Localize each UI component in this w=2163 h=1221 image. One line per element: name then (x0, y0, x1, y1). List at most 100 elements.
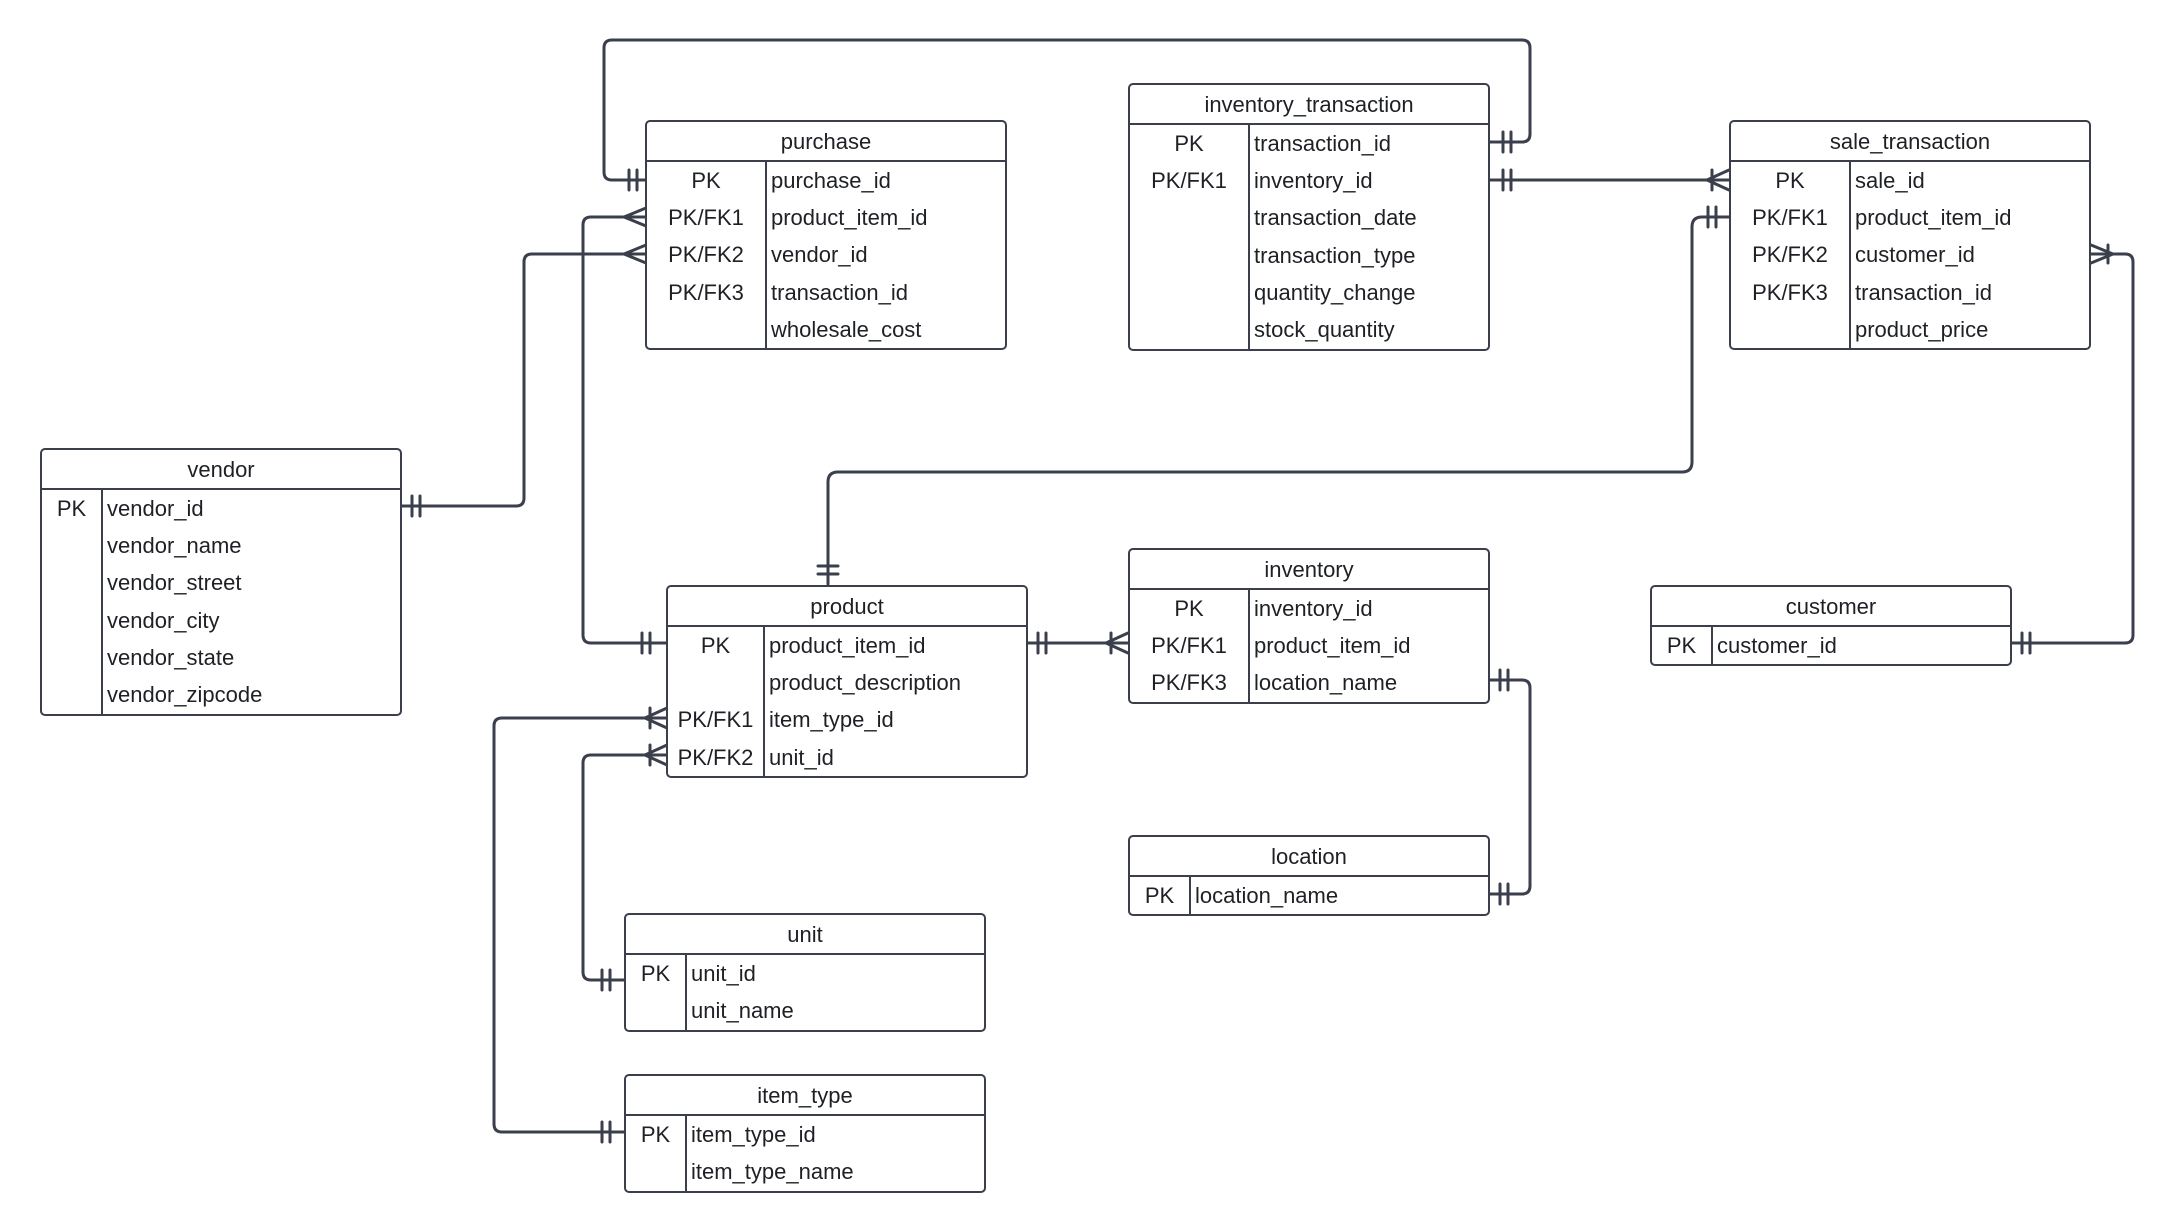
key-label: PK (691, 167, 721, 193)
table-row: PK product_item_id (668, 627, 1026, 664)
field-name: vendor_name (107, 532, 242, 558)
entity-item-type[interactable]: item_type PK item_type_id item_type_name (624, 1074, 986, 1193)
field-name: sale_id (1855, 167, 1925, 193)
field-name: transaction_date (1254, 205, 1417, 231)
rel-purchase-inventory-transaction (602, 38, 1532, 192)
table-row: vendor_state (42, 639, 400, 676)
table-row: PK/FK2 unit_id (668, 739, 1026, 776)
rel-customer-sale (2006, 243, 2135, 655)
entity-title: vendor (42, 450, 400, 490)
key-label: PK/FK3 (1752, 279, 1828, 305)
table-row: vendor_city (42, 602, 400, 639)
field-name: vendor_zipcode (107, 682, 263, 708)
table-row: vendor_street (42, 565, 400, 602)
table-row: product_description (668, 664, 1026, 701)
entity-title: location (1130, 837, 1488, 877)
key-label: PK (640, 960, 671, 986)
key-label: PK/FK2 (668, 242, 744, 268)
entity-title: item_type (626, 1076, 984, 1116)
table-row: PK purchase_id (647, 162, 1005, 199)
entity-location[interactable]: location PK location_name (1128, 835, 1490, 917)
key-label: PK (640, 1121, 671, 1147)
field-name: vendor_id (771, 242, 868, 268)
field-name: location_name (1195, 882, 1339, 908)
table-row: PK/FK3 location_name (1130, 665, 1488, 702)
key-label: PK/FK1 (1151, 632, 1227, 658)
table-row: PK vendor_id (42, 490, 400, 527)
key-label: PK (56, 495, 87, 521)
key-label: PK (1144, 882, 1175, 908)
rel-inventory-location (1485, 668, 1532, 906)
entity-product[interactable]: product PK product_item_id product_descri… (666, 585, 1028, 779)
entity-title: purchase (647, 122, 1005, 162)
field-name: transaction_id (1855, 279, 1992, 305)
field-name: vendor_city (107, 607, 220, 633)
field-name: purchase_id (771, 167, 891, 193)
key-label: PK (1666, 632, 1697, 658)
key-label: PK/FK1 (668, 204, 744, 230)
table-row: vendor_name (42, 527, 400, 564)
entity-title: inventory_transaction (1130, 85, 1488, 125)
rel-item-type-product (492, 706, 669, 1144)
table-row: PK/FK1 product_item_id (1731, 199, 2089, 236)
entity-vendor[interactable]: vendor PK vendor_id vendor_name vendor_st… (40, 448, 402, 716)
entity-title: unit (626, 915, 984, 955)
table-row: PK/FK2 vendor_id (647, 237, 1005, 274)
table-row: PK location_name (1130, 877, 1488, 914)
key-label: PK/FK3 (1151, 670, 1227, 696)
entity-title: sale_transaction (1731, 122, 2089, 162)
entity-title: inventory (1130, 550, 1488, 590)
key-label: PK (1775, 167, 1805, 193)
entity-title: product (668, 587, 1026, 627)
field-name: item_type_id (769, 707, 894, 733)
field-name: item_type_name (691, 1158, 854, 1184)
key-label: PK/FK1 (677, 707, 754, 733)
field-name: product_price (1855, 316, 1989, 342)
table-row: stock_quantity (1130, 311, 1488, 348)
table-row: quantity_change (1130, 274, 1488, 311)
entity-sale-transaction[interactable]: sale_transaction PK sale_id PK/FK1 product… (1729, 120, 2091, 351)
table-row: item_type_name (626, 1153, 984, 1190)
rel-unit-product (581, 743, 669, 992)
key-label: PK/FK1 (1151, 167, 1227, 193)
field-name: inventory_id (1254, 595, 1373, 621)
field-name: product_item_id (769, 632, 926, 658)
key-label: PK/FK3 (668, 279, 744, 305)
field-name: inventory_id (1254, 167, 1373, 193)
rel-vendor-purchase (400, 243, 648, 518)
key-label: PK/FK2 (677, 744, 754, 770)
field-name: wholesale_cost (771, 316, 922, 342)
key-label: PK (700, 632, 731, 658)
table-row: transaction_type (1130, 237, 1488, 274)
table-row: PK item_type_id (626, 1116, 984, 1153)
table-row: PK/FK1 inventory_id (1130, 162, 1488, 199)
table-row: PK transaction_id (1130, 125, 1488, 162)
table-row: unit_name (626, 992, 984, 1029)
field-name: transaction_id (1254, 130, 1391, 156)
field-name: vendor_street (107, 570, 242, 596)
field-name: vendor_id (107, 495, 204, 521)
rel-product-purchase (581, 206, 669, 655)
key-label: PK (1174, 130, 1204, 156)
field-name: transaction_type (1254, 242, 1416, 268)
key-label: PK/FK1 (1752, 204, 1828, 230)
field-name: item_type_id (691, 1121, 816, 1147)
table-row: PK/FK3 transaction_id (1731, 274, 2089, 311)
field-name: stock_quantity (1254, 317, 1395, 343)
entity-inventory-transaction[interactable]: inventory_transaction PK transaction_id P… (1128, 83, 1490, 351)
field-name: unit_id (769, 744, 834, 770)
field-name: product_description (769, 669, 962, 695)
field-name: location_name (1254, 670, 1398, 696)
field-name: product_item_id (1855, 204, 2012, 230)
